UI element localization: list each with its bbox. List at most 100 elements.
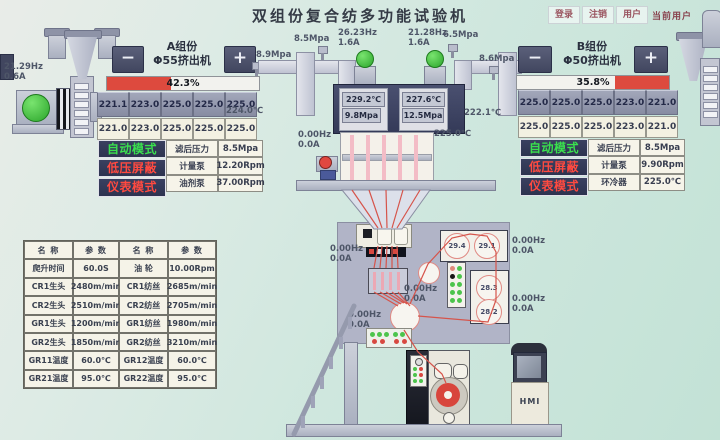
user-button[interactable]: 用户 bbox=[616, 6, 648, 24]
param-value[interactable]: 8.5Mpa bbox=[218, 140, 263, 158]
pipe-b-pressure2-label: 8.6Mpa bbox=[479, 54, 515, 64]
temp-set-b5[interactable]: 221.0 bbox=[646, 116, 678, 138]
indicator-card bbox=[410, 355, 427, 387]
table-cell: GR1生头 bbox=[24, 314, 73, 333]
temp-set-a1[interactable]: 221.0 bbox=[97, 118, 129, 140]
param-value[interactable]: 225.0℃ bbox=[640, 173, 685, 191]
temp-set-b2[interactable]: 225.0 bbox=[550, 116, 582, 138]
instrument-mode-button-b[interactable]: 仪表模式 bbox=[520, 177, 588, 196]
param-value[interactable]: 8.5Mpa bbox=[640, 139, 685, 157]
param-mini-table-b: 滤后压力 8.5Mpa 计量泵 9.90Rpm 环冷器 225.0℃ bbox=[588, 139, 685, 191]
guide-wheel bbox=[443, 412, 455, 424]
param-value[interactable]: 37.00Rpm bbox=[216, 174, 265, 192]
pressure-sensor-icon bbox=[489, 66, 499, 80]
pressure-sensor-icon bbox=[318, 46, 328, 60]
temp-set-b1[interactable]: 225.0 bbox=[518, 116, 550, 138]
param-label: 计量泵 bbox=[588, 156, 640, 174]
temp-actual-a4: 225.0 bbox=[193, 92, 225, 117]
process-parameter-table: 名 称 参 数 名 称 参 数 爬升时间 60.0S 油 轮 10.00Rpm … bbox=[23, 240, 217, 390]
table-cell: 60.0℃ bbox=[168, 351, 216, 370]
display-bar bbox=[366, 247, 406, 257]
winder-unit bbox=[428, 350, 470, 426]
extruder-a-load-fill bbox=[107, 77, 172, 90]
silo-small-3 bbox=[702, 10, 720, 48]
temp-set-a2[interactable]: 223.0 bbox=[129, 118, 161, 140]
control-cabinet bbox=[406, 350, 430, 426]
temp-actual-b5: 221.0 bbox=[646, 90, 678, 115]
auto-mode-button-a[interactable]: 自动模式 bbox=[98, 140, 166, 159]
temp-actual-b2: 225.0 bbox=[550, 90, 582, 115]
extruder-b-decrease-button[interactable]: − bbox=[518, 46, 552, 73]
table-cell: 95.0℃ bbox=[73, 369, 119, 389]
hmi-terminal-body: HMI bbox=[511, 382, 549, 426]
bobbin-core bbox=[444, 391, 452, 399]
extruder-a-decrease-button[interactable]: − bbox=[112, 46, 144, 73]
table-cell: 60.0℃ bbox=[73, 351, 119, 370]
quench-temp-label: 225.0℃ bbox=[434, 129, 472, 139]
low-pressure-shield-button-a[interactable]: 低压屏蔽 bbox=[98, 159, 166, 178]
temp-actual-a5: 225.0 bbox=[225, 92, 257, 117]
filter-column-a bbox=[296, 52, 315, 116]
hmi-label: HMI bbox=[519, 397, 541, 406]
extruder-b-increase-button[interactable]: + bbox=[634, 46, 668, 73]
temp-set-a3[interactable]: 225.0 bbox=[161, 118, 193, 140]
pipe-b-pressure-label: 6.5Mpa bbox=[443, 30, 479, 40]
temp-actual-b3: 225.0 bbox=[582, 90, 614, 115]
table-cell: GR21温度 bbox=[24, 369, 73, 389]
gearbox-b bbox=[700, 58, 720, 126]
auto-mode-button-b[interactable]: 自动模式 bbox=[520, 139, 588, 158]
mode-buttons-b: 自动模式 低压屏蔽 仪表模式 bbox=[520, 139, 588, 196]
pushbutton-panel[interactable] bbox=[366, 328, 412, 348]
login-button[interactable]: 登录 bbox=[548, 6, 580, 24]
temp-actual-a1: 221.1 bbox=[97, 92, 129, 117]
godet-speed-2: 29.1 bbox=[474, 233, 500, 259]
temp-set-b4[interactable]: 223.0 bbox=[614, 116, 646, 138]
table-cell: CR1纺丝 bbox=[119, 277, 168, 297]
extruder-b-load-value: 35.8% bbox=[576, 77, 610, 88]
temp-actual-b4: 223.0 bbox=[614, 90, 646, 115]
table-cell: 3210m/min bbox=[167, 332, 217, 352]
godet-speed-1: 29.4 bbox=[444, 233, 470, 259]
floor bbox=[286, 424, 562, 437]
hopper-a bbox=[66, 37, 98, 79]
quench-pump-wheel bbox=[319, 156, 332, 169]
param-value[interactable]: 12.20Rpm bbox=[216, 157, 265, 175]
guide-roller bbox=[418, 262, 440, 284]
table-cell: 1850m/min bbox=[71, 332, 121, 352]
page-title: 双组份复合纺多功能试验机 bbox=[251, 7, 468, 25]
spin-beam: 229.2℃ 9.8Mpa 227.6℃ 12.5Mpa bbox=[333, 84, 465, 134]
extruder-b-load-fill bbox=[614, 76, 669, 89]
mode-buttons-a: 自动模式 低压屏蔽 仪表模式 bbox=[98, 140, 166, 197]
table-cell: GR2生头 bbox=[24, 332, 73, 352]
interlace-unit bbox=[368, 268, 408, 294]
low-pressure-shield-button-b[interactable]: 低压屏蔽 bbox=[520, 158, 588, 177]
beam-floor bbox=[296, 180, 496, 191]
motor-a-wheel bbox=[22, 94, 50, 122]
chuck-slot bbox=[453, 364, 468, 379]
extruder-a-increase-button[interactable]: + bbox=[224, 46, 256, 73]
table-cell: 油 轮 bbox=[119, 259, 168, 278]
temp-set-b3[interactable]: 225.0 bbox=[582, 116, 614, 138]
silo-small-1 bbox=[48, 35, 66, 59]
quench-pump-base bbox=[320, 170, 336, 180]
logout-button[interactable]: 注销 bbox=[582, 6, 614, 24]
param-label: 计量泵 bbox=[166, 157, 218, 175]
beam-right-pressure: 12.5Mpa bbox=[402, 108, 444, 123]
table-cell: 2705m/min bbox=[167, 296, 217, 315]
quench-rail bbox=[342, 154, 432, 161]
extruder-b-load-bar: 35.8% bbox=[516, 75, 670, 90]
temp-set-a4[interactable]: 225.0 bbox=[193, 118, 225, 140]
param-value[interactable]: 9.90Rpm bbox=[640, 156, 685, 174]
instrument-mode-button-a[interactable]: 仪表模式 bbox=[98, 178, 166, 197]
temp-set-a5[interactable]: 225.0 bbox=[225, 118, 257, 140]
table-cell: 60.0S bbox=[73, 259, 119, 278]
